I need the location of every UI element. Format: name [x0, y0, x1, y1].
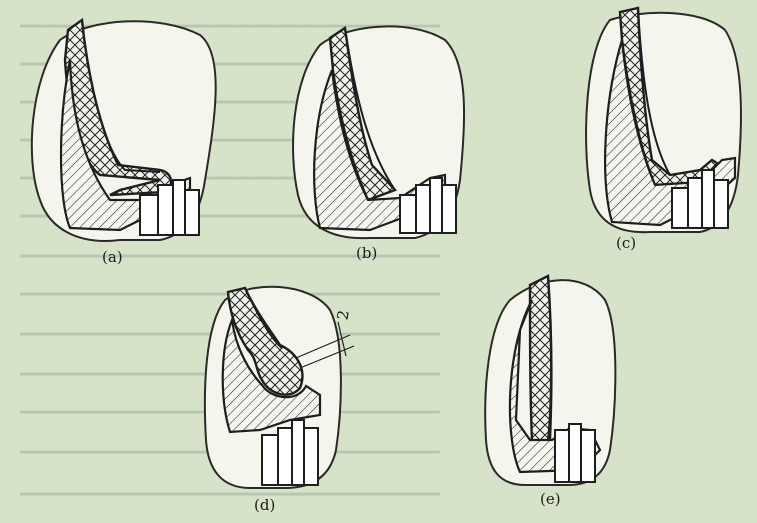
panel-b-label: (b) — [356, 244, 377, 262]
panel-c-terminals — [671, 169, 729, 229]
panel-a-conductor — [81, 21, 161, 173]
panel-d-insulation — [226, 286, 304, 396]
panel-e-insulation — [528, 274, 553, 444]
panel-a: (a) — [30, 17, 217, 266]
panel-d-label: (d) — [254, 496, 275, 514]
panel-c-conductor — [637, 7, 671, 176]
panel-d-dimension-value: 2 — [333, 309, 352, 322]
panel-b-conductor — [344, 27, 396, 191]
panel-c-shoulder — [604, 39, 737, 227]
panel-c-label: (c) — [616, 234, 636, 252]
panel-d-dimension — [295, 321, 355, 369]
panel-a-label: (a) — [102, 248, 123, 266]
panel-d-cavity — [221, 315, 322, 434]
panel-a-terminals — [139, 179, 200, 236]
panel-e: (e) — [484, 274, 617, 508]
panel-e-conductor — [547, 275, 552, 441]
panel-b: (b) — [292, 25, 466, 262]
panel-d: 2 (d) — [203, 285, 355, 514]
panel-b-terminals — [399, 177, 457, 234]
svg-text:━━━━━━━━━━━━━━━━━━━━━━━━━━━━━━: ━━━━━━━━━━━━━━━━━━━━━━━━━━━━━━━━━━━━━━━━… — [19, 485, 440, 505]
panel-d-terminals — [261, 419, 319, 486]
svg-text:━━━━━━━━━━━━━━━━━━━━━━━━━━━━━━: ━━━━━━━━━━━━━━━━━━━━━━━━━━━━━━━━━━━━━━━━… — [19, 247, 440, 267]
panel-e-label: (e) — [540, 490, 561, 508]
panel-d-conductor — [244, 287, 283, 349]
panel-c: (c) — [585, 6, 742, 252]
panel-e-terminals — [554, 423, 596, 483]
